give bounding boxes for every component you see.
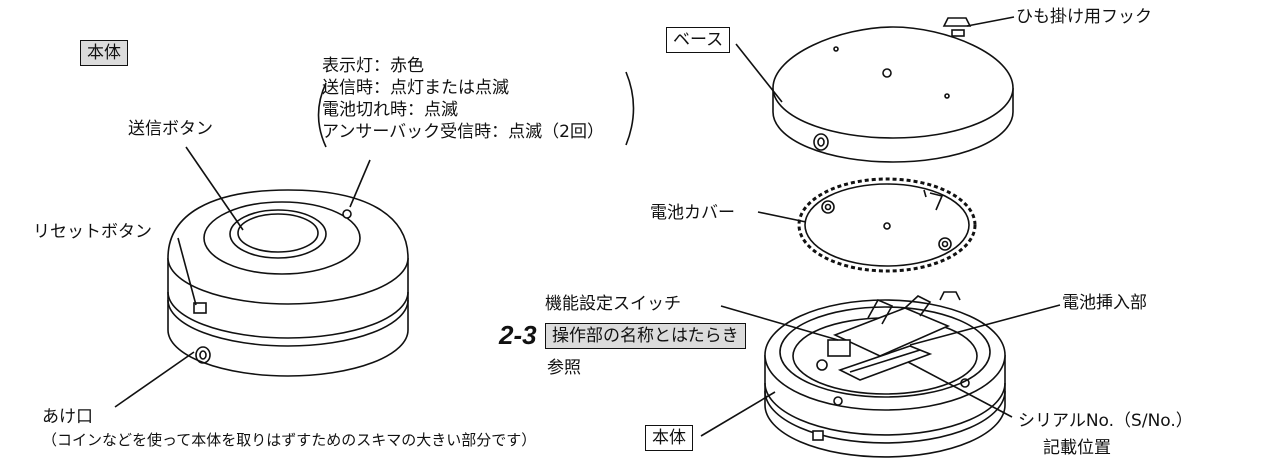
indicator-line: アンサーバック受信時：点滅（2回） xyxy=(322,122,604,142)
battery-slot-label: 電池挿入部 xyxy=(1062,293,1147,313)
reference-number: 2-3 xyxy=(499,320,537,350)
serial-position-line1: シリアルNo.（S/No.） xyxy=(1018,411,1193,431)
indicator-description: 表示灯：赤色 送信時：点灯または点滅 電池切れ時：点滅 アンサーバック受信時：点… xyxy=(322,55,604,143)
left-device-body xyxy=(167,189,409,377)
main-body-open xyxy=(764,291,1006,458)
reference-suffix: 参照 xyxy=(547,358,581,378)
base-label: ベース xyxy=(666,27,731,53)
function-switch-label: 機能設定スイッチ xyxy=(545,294,681,314)
battery-cover-label: 電池カバー xyxy=(650,203,735,223)
serial-position-line2: 記載位置 xyxy=(1043,438,1111,458)
reset-button-label: リセットボタン xyxy=(33,222,152,242)
left-body-label: 本体 xyxy=(80,40,128,66)
reference-title: 操作部の名称とはたらき xyxy=(545,323,746,349)
opening-label: あけ口 xyxy=(42,407,93,427)
battery-cover-part xyxy=(797,177,977,273)
indicator-line: 送信時：点灯または点滅 xyxy=(322,78,509,98)
opening-note: （コインなどを使って本体を取りはずすためのスキマの大きい部分です） xyxy=(42,431,537,449)
send-button-label: 送信ボタン xyxy=(128,119,213,139)
right-body-label: 本体 xyxy=(645,425,693,451)
hook-label: ひも掛け用フック xyxy=(1016,7,1152,27)
indicator-line: 表示灯：赤色 xyxy=(322,56,424,76)
base-part xyxy=(772,17,1014,163)
indicator-line: 電池切れ時：点滅 xyxy=(322,100,458,120)
